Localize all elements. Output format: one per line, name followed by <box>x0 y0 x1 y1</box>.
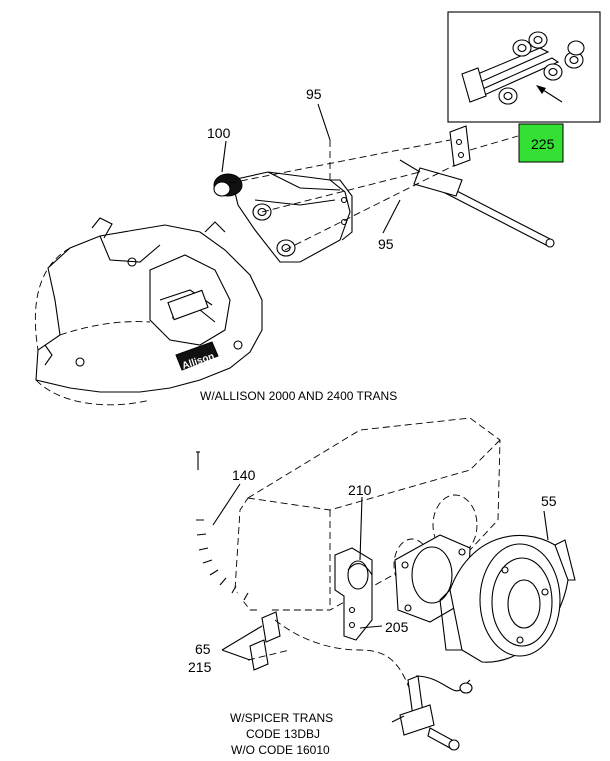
callout-215: 215 <box>188 659 212 675</box>
gasket-plate <box>394 534 471 623</box>
callout-210: 210 <box>348 482 372 498</box>
callout-100: 100 <box>207 125 231 141</box>
arrow-icon <box>536 85 563 103</box>
shift-cable-shaft <box>399 159 555 248</box>
caption-spicer-line2: CODE 13DBJ <box>246 727 320 741</box>
inset-truck-view <box>447 11 601 123</box>
cable-clips <box>249 611 281 671</box>
callout-95-lower: 95 <box>378 236 394 252</box>
transmission-housing <box>35 224 263 393</box>
brake-drum-55 <box>439 534 576 663</box>
caption-allison: W/ALLISON 2000 AND 2400 TRANS <box>200 389 397 403</box>
callout-225: 225 <box>531 136 555 152</box>
bracket-210 <box>334 547 373 641</box>
callout-95-upper: 95 <box>306 86 322 102</box>
mounting-bracket-100 <box>213 171 353 263</box>
caption-spicer-line3: W/O CODE 16010 <box>231 743 330 757</box>
cable-plate <box>449 125 471 167</box>
callout-140: 140 <box>232 467 256 483</box>
allison-transmission-assembly: Allison <box>34 103 555 406</box>
park-brake-cable-140 <box>196 451 270 614</box>
truck-chassis-icon <box>461 31 585 105</box>
callout-205: 205 <box>385 619 409 635</box>
callout-225-highlight[interactable]: 225 <box>518 123 564 163</box>
cable-clevis <box>391 675 473 751</box>
callout-65: 65 <box>195 641 211 657</box>
callout-55: 55 <box>541 493 557 509</box>
spicer-transmission-assembly <box>196 417 576 751</box>
caption-spicer-line1: W/SPICER TRANS <box>230 711 333 725</box>
